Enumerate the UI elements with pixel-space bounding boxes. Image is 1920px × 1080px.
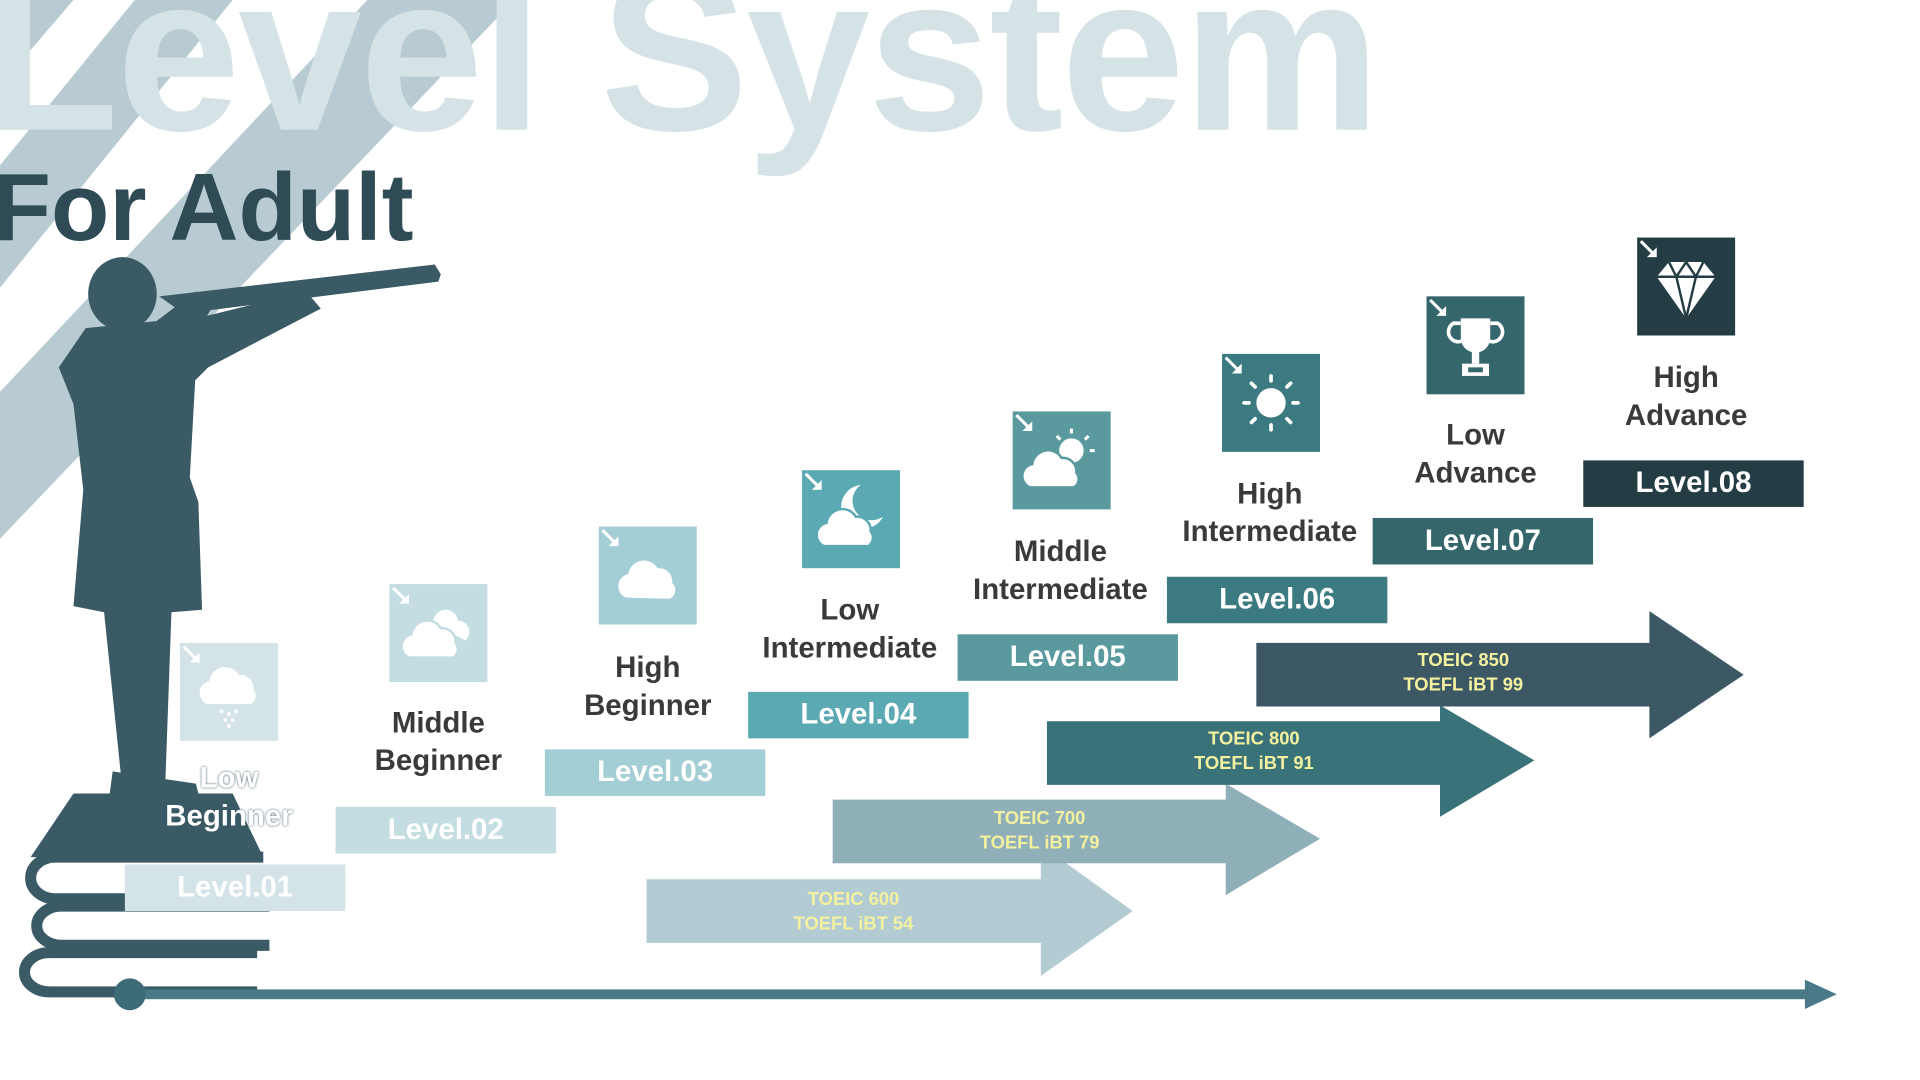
toefl-score: TOEFL iBT 79 [979,832,1100,854]
level-badge: Level.08 [1583,460,1804,507]
moon-cloud-icon [802,470,901,569]
toefl-score: TOEFL iBT 91 [1194,753,1314,774]
level-badge: Level.05 [957,634,1178,681]
score-arrow-2 [832,783,1321,896]
level-badge: Level.06 [1166,576,1388,624]
trophy-icon [1426,296,1525,395]
clouds-icon [389,584,488,683]
toeic-score: TOEIC 700 [993,808,1086,829]
score-arrow-1 [646,844,1133,976]
timeline-start-dot [113,978,146,1011]
subtitle: For Adult [0,153,414,261]
sun-cloud-icon [1012,411,1111,510]
level-badge: Level.02 [335,806,556,854]
score-arrow-3 [1046,705,1535,817]
timeline-axis [122,989,1813,1000]
cloud-rain-icon [180,642,278,741]
level-badge: Level.04 [748,691,969,739]
toefl-score: TOEFL iBT 99 [1403,674,1524,696]
toefl-score: TOEFL iBT 54 [793,913,914,935]
level-badge: Level.01 [124,864,346,912]
toeic-score: TOEIC 850 [1417,650,1510,672]
timeline-arrowhead [1804,979,1837,1009]
level-badge: Level.07 [1372,517,1594,565]
toeic-score: TOEIC 600 [807,888,900,910]
cloud-icon [598,526,697,625]
toeic-score: TOEIC 800 [1208,728,1300,750]
sun-icon [1222,353,1321,452]
title: Level System [0,0,1381,178]
diamond-icon [1637,237,1736,336]
level-badge: Level.03 [544,749,766,796]
